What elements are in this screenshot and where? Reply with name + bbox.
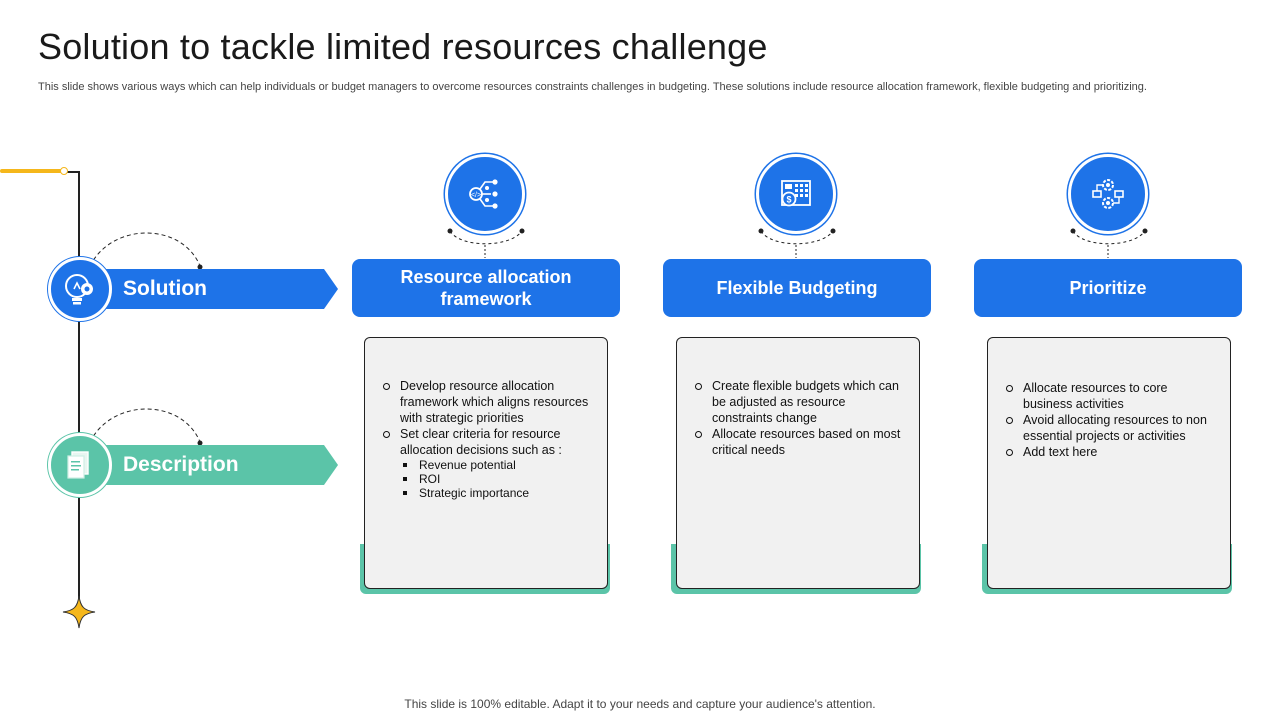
- column-3-card: Allocate resources to core business acti…: [987, 337, 1231, 589]
- column-2-header: Flexible Budgeting: [663, 259, 931, 317]
- sub-list-item: Strategic importance: [400, 486, 593, 500]
- svg-text:</>: </>: [471, 192, 481, 199]
- sparkle-icon: [62, 595, 96, 629]
- svg-text:$: $: [786, 195, 791, 205]
- slide-footer: This slide is 100% editable. Adapt it to…: [404, 697, 876, 711]
- gear-process-icon: [1068, 154, 1148, 234]
- solution-arc: [89, 232, 203, 270]
- description-label: Description: [123, 453, 239, 476]
- description-arc: [89, 408, 203, 446]
- budget-calculator-icon: $: [756, 154, 836, 234]
- accent-line: [0, 169, 63, 173]
- column-1-list: Develop resource allocation framework wh…: [381, 378, 593, 500]
- solution-row-label: Solution: [48, 257, 338, 321]
- timeline-start-dot: [60, 167, 68, 175]
- timeline-line: [78, 171, 80, 603]
- slide-title: Solution to tackle limited resources cha…: [38, 26, 768, 67]
- column-3-header: Prioritize: [974, 259, 1242, 317]
- documents-icon: [48, 433, 112, 497]
- list-item: Develop resource allocation framework wh…: [381, 378, 593, 426]
- list-item: Allocate resources to core business acti…: [1004, 380, 1216, 412]
- column-3-list: Allocate resources to core business acti…: [1004, 380, 1216, 460]
- bulb-gear-icon: [48, 257, 112, 321]
- list-item: Allocate resources based on most critica…: [693, 426, 905, 458]
- sub-list-item: Revenue potential: [400, 458, 593, 472]
- solution-label: Solution: [123, 277, 207, 300]
- list-item: Set clear criteria for resource allocati…: [381, 426, 593, 500]
- column-2-card: Create flexible budgets which can be adj…: [676, 337, 920, 589]
- column-2-list: Create flexible budgets which can be adj…: [693, 378, 905, 458]
- column-3-connector: [1070, 228, 1148, 258]
- workflow-network-icon: </>: [445, 154, 525, 234]
- timeline-connector: [64, 171, 79, 173]
- list-item: Create flexible budgets which can be adj…: [693, 378, 905, 426]
- description-row-label: Description: [48, 433, 338, 497]
- column-1-card: Develop resource allocation framework wh…: [364, 337, 608, 589]
- slide-subtitle: This slide shows various ways which can …: [38, 81, 1147, 93]
- column-1-header: Resource allocation framework: [352, 259, 620, 317]
- column-2-connector: [758, 228, 836, 258]
- list-item: Add text here: [1004, 444, 1216, 460]
- column-1-connector: [447, 228, 525, 258]
- sub-list-item: ROI: [400, 472, 593, 486]
- list-item: Avoid allocating resources to non essent…: [1004, 412, 1216, 444]
